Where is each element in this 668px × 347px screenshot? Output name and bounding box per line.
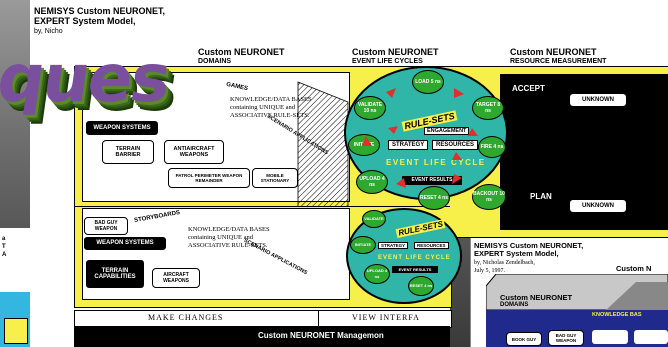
node-fire: FIRE 4 ns: [478, 136, 506, 158]
bottom-kb-line1: KNOWLEDGE/DATA BASES: [188, 226, 270, 233]
node-backout: BACKOUT 10 ns: [472, 184, 506, 210]
drum-bad-guy-weapon: BAD GUY WEAPON: [84, 217, 128, 235]
col-domains-title: Custom NEURONET: [198, 47, 285, 57]
doc-title-1: NEMISYS Custom NEURONET,: [34, 6, 166, 16]
event-results-label-2: EVENT RESULTS: [392, 266, 438, 273]
drum-antiaircraft: ANTIAIRCRAFT WEAPONS: [164, 140, 224, 164]
overlay-word-3d: ques: [0, 40, 174, 117]
plan-label: PLAN: [530, 192, 552, 201]
drum-weapon-systems-2: WEAPON SYSTEMS: [84, 237, 166, 250]
doc3-line2: T: [2, 244, 6, 250]
bottom-kb-line3: ASSOCIATIVE RULE-SETS.: [188, 242, 268, 249]
event-results-label: EVENT RESULTS: [402, 176, 462, 185]
resources-box-2: RESOURCES: [414, 242, 449, 249]
node2-validate: VALIDATE: [362, 210, 386, 228]
doc2-drum-2: BAD GUY WEAPON: [548, 330, 584, 346]
doc2-title-2: EXPERT System Model,: [474, 249, 559, 258]
drum-terrain-capabilities: TERRAIN CAPABILITIES: [86, 260, 144, 288]
doc3-yellow-block: [4, 318, 28, 344]
col-resources-sub: RESOURCE MEASUREMENT: [510, 58, 607, 65]
strategy-box: STRATEGY: [388, 140, 429, 150]
doc2-domains-1: Custom NEURONET: [500, 293, 573, 302]
doc-title-2: EXPERT System Model,: [34, 16, 136, 26]
event-life-cycle-label-2: EVENT LIFE CYCLE: [378, 255, 451, 261]
doc2-drum-4: [634, 330, 668, 344]
doc3-line3: A: [2, 252, 7, 258]
doc2-header-shape: [486, 274, 668, 310]
col-domains-sub: DOMAINS: [198, 58, 232, 65]
resources-box: RESOURCES: [432, 140, 479, 150]
node-load: LOAD 5 ns: [412, 70, 444, 94]
top-kb-text: KNOWLEDGE/DATA BASES containing UNIQUE a…: [230, 96, 312, 120]
doc2-drum-3: [592, 330, 628, 344]
node-upload: UPLOAD 4 ns: [356, 170, 388, 194]
event-life-cycle-label: EVENT LIFE CYCLE: [386, 158, 486, 167]
doc2-date: July 5, 1997.: [474, 268, 506, 274]
engagement-label: ENGAGEMENT: [424, 127, 470, 135]
bottom-kb-line2: containing UNIQUE and: [188, 234, 253, 241]
doc2-author: by, Nicholas Zendelbach,: [474, 260, 535, 266]
node2-upload: UPLOAD 4 ns: [364, 264, 390, 284]
view-interface-button[interactable]: VIEW INTERFA: [352, 313, 420, 322]
node2-initiate: INITIATE: [350, 236, 376, 254]
node-reset: RESET 4 ns: [418, 186, 450, 210]
strategy-box-2: STRATEGY: [378, 242, 409, 249]
footer-bar: [74, 326, 450, 347]
unknown-box-2: UNKNOWN: [570, 200, 626, 212]
bar-divider: [318, 310, 319, 326]
doc2-drum-1: BOOK GUY: [506, 332, 542, 346]
drum-terrain-barrier: TERRAIN BARRIER: [102, 140, 154, 164]
col-events-title: Custom NEURONET: [352, 47, 439, 57]
doc2-header-right: Custom N: [616, 264, 652, 273]
top-kb-line3: ASSOCIATIVE RULE-SETS.: [230, 112, 310, 119]
unknown-box-1: UNKNOWN: [570, 94, 626, 106]
doc-author: by, Nicho: [34, 28, 63, 35]
make-changes-button[interactable]: MAKE CHANGES: [148, 313, 224, 322]
footer-title: Custom NEURONET Managemon: [258, 331, 384, 340]
bottom-kb-text: KNOWLEDGE/DATA BASES containing UNIQUE a…: [188, 226, 270, 250]
col-events-sub: EVENT LIFE CYCLES: [352, 58, 423, 65]
col-resources-title: Custom NEURONET: [510, 47, 597, 57]
drum-weapon-systems: WEAPON SYSTEMS: [86, 121, 158, 135]
top-kb-line1: KNOWLEDGE/DATA BASES: [230, 96, 312, 103]
node-validate: VALIDATE 10 ns: [354, 96, 386, 120]
doc3-line1: a: [2, 236, 6, 242]
drum-patrol-perimeter: PATROL PERIMETER WEAPON REMAINDER: [168, 168, 250, 188]
top-kb-line2: containing UNIQUE and: [230, 104, 295, 111]
drum-aircraft-weapons: AIRCRAFT WEAPONS: [152, 268, 200, 288]
drum-mobile-stationary: MOBILE STATIONARY: [252, 168, 298, 188]
node2-reset: RESET 4 ns: [408, 276, 434, 296]
doc2-title-1: NEMISYS Custom NEURONET,: [474, 241, 584, 250]
cycle-arrows: [362, 88, 478, 188]
doc2-domains-2: DOMAINS: [500, 302, 529, 308]
doc2-kb-strip: KNOWLEDGE BAS: [592, 312, 642, 318]
accept-label: ACCEPT: [512, 84, 545, 93]
node-target: TARGET 8 ns: [472, 96, 504, 120]
